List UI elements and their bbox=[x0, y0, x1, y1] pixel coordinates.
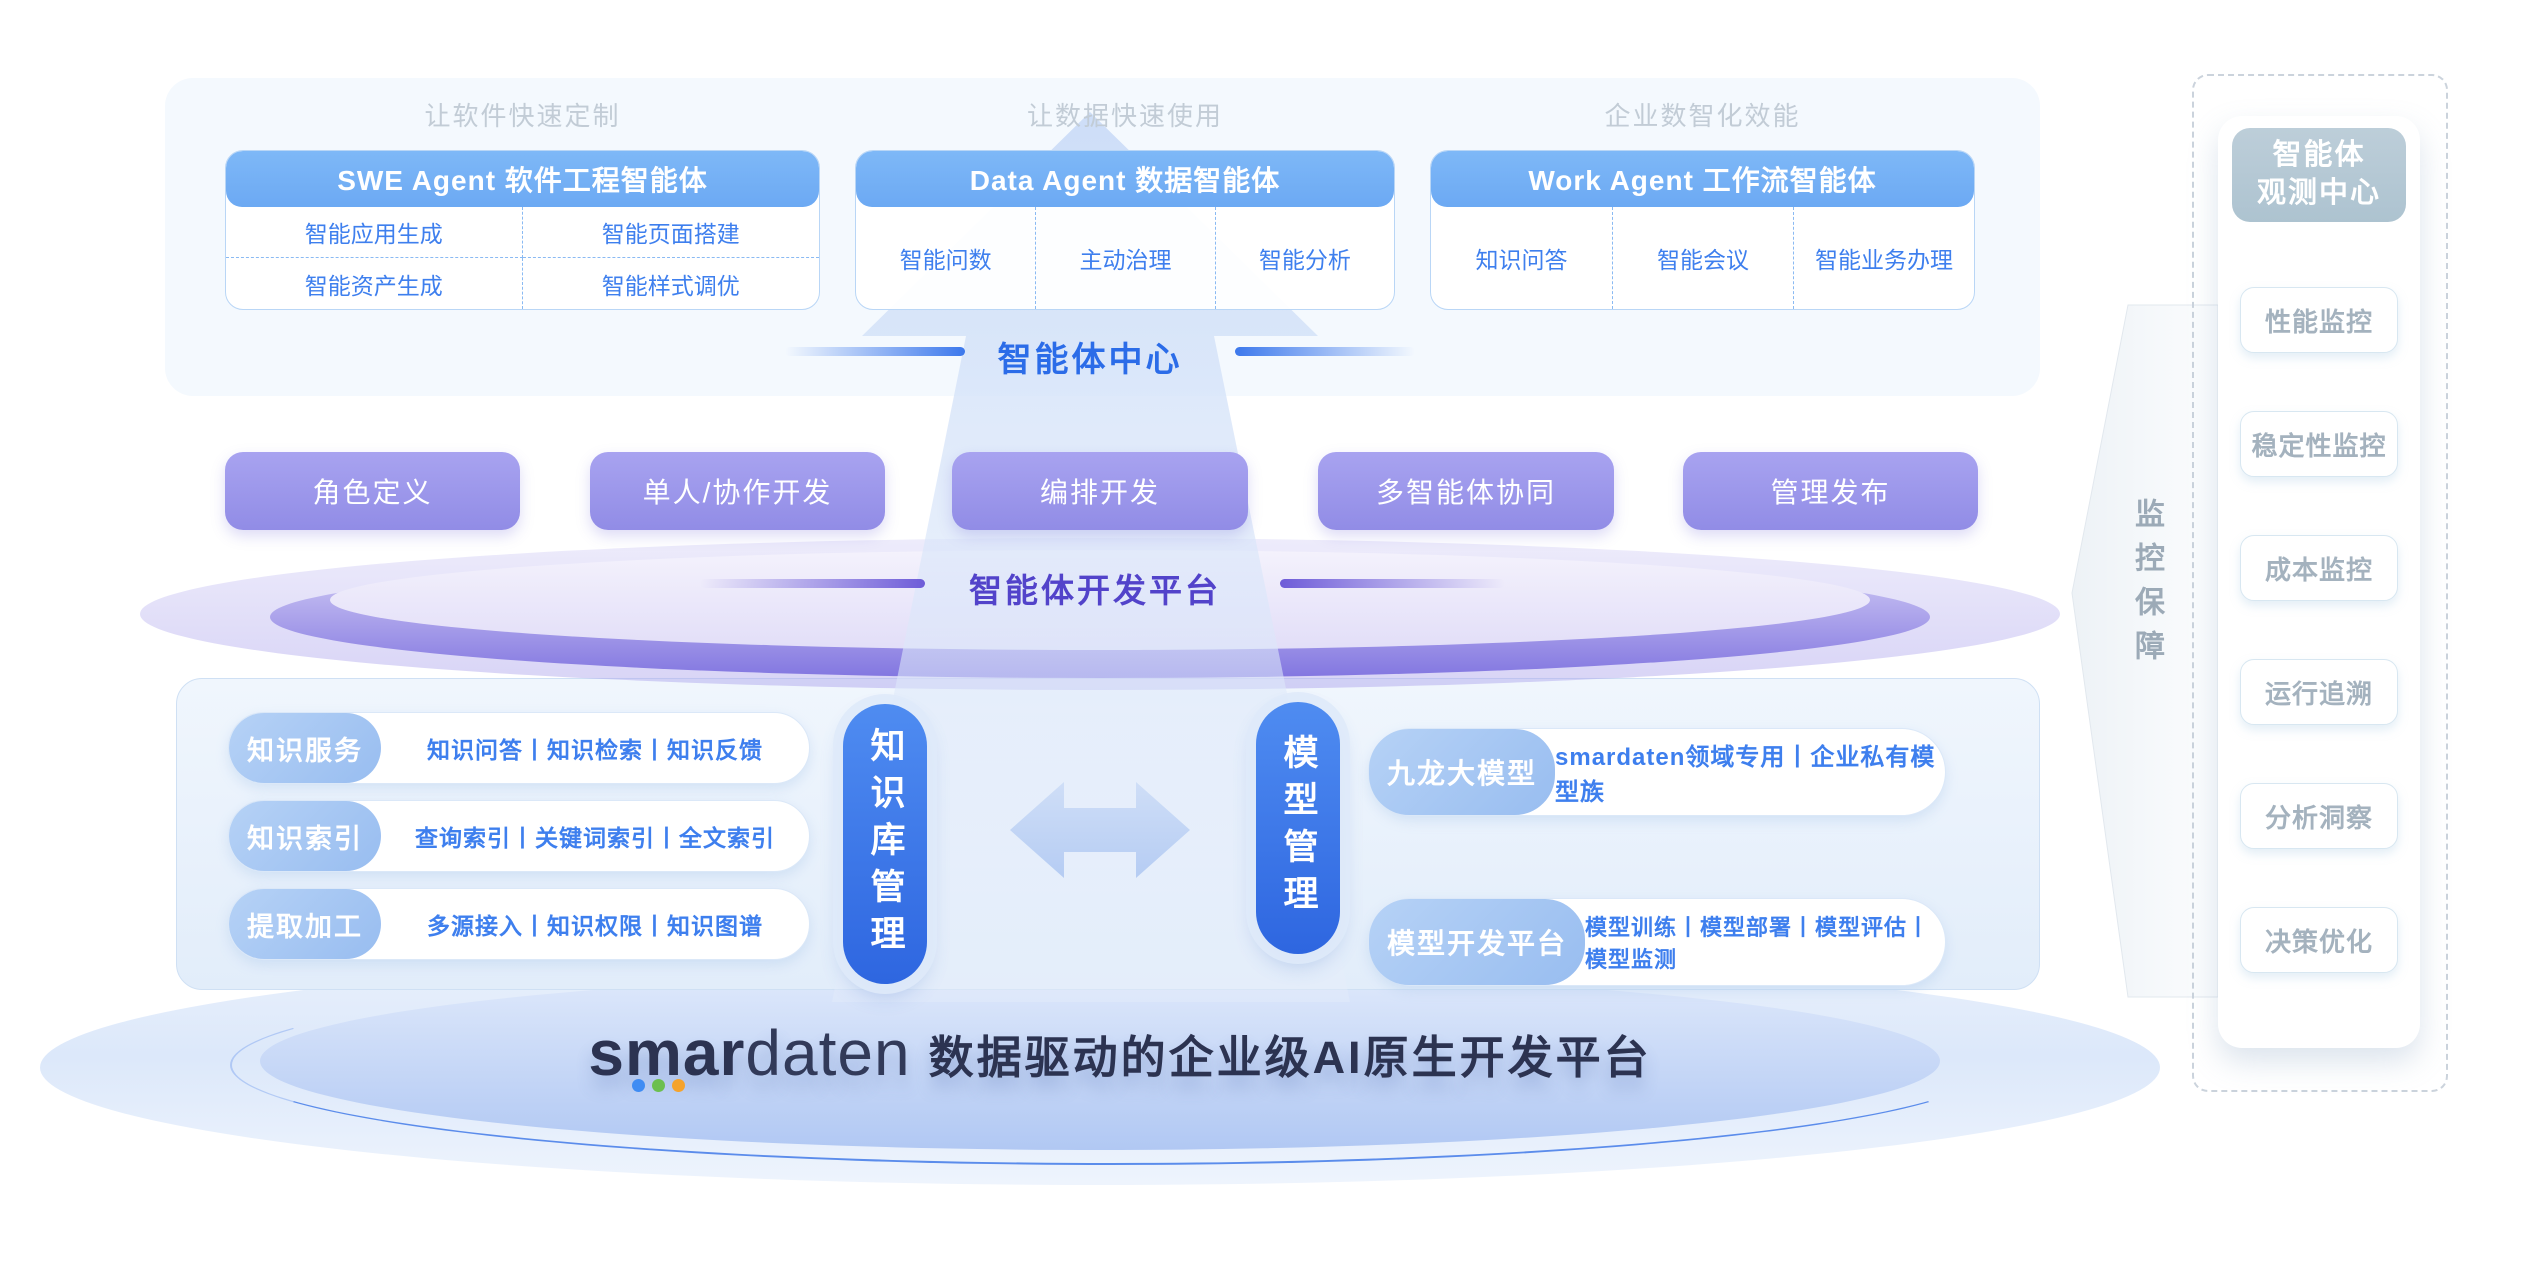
logo-dot-green bbox=[652, 1079, 666, 1092]
node-role-definition: 角色定义 bbox=[225, 452, 520, 530]
knowledge-extract-row: 提取加工 多源接入丨知识权限丨知识图谱 bbox=[228, 888, 810, 960]
row-items: 查询索引丨关键词索引丨全文索引 bbox=[415, 825, 775, 851]
center-label-line-right bbox=[1235, 347, 1415, 356]
model-management-pill: 模型管理 bbox=[1256, 702, 1340, 954]
monitor-item-stability: 稳定性监控 bbox=[2240, 411, 2398, 477]
jiulong-model-row: 九龙大模型 smardaten领域专用丨企业私有模型族 bbox=[1368, 728, 1946, 816]
model-management-label: 模型管理 bbox=[1278, 734, 1318, 922]
row-badge: 九龙大模型 bbox=[1369, 729, 1555, 815]
data-agent-box: Data Agent 数据智能体 智能问数 主动治理 智能分析 bbox=[855, 150, 1395, 310]
row-badge: 知识索引 bbox=[229, 801, 381, 871]
footer-logo-row: smardaten 数据驱动的企业级AI原生开发平台 bbox=[540, 1010, 1700, 1096]
model-dev-platform-row: 模型开发平台 模型训练丨模型部署丨模型评估丨模型监测 bbox=[1368, 898, 1946, 986]
row-items: smardaten领域专用丨企业私有模型族 bbox=[1555, 744, 1936, 806]
capability-item: 智能分析 bbox=[1214, 207, 1394, 309]
monitoring-dashed-frame bbox=[2192, 74, 2448, 1092]
bottom-stage-arc bbox=[230, 965, 1992, 1165]
agent-center-label: 智能体中心 bbox=[997, 341, 1183, 379]
row-badge: 提取加工 bbox=[229, 889, 381, 959]
capability-item: 智能业务办理 bbox=[1793, 207, 1974, 309]
monitor-item-decision: 决策优化 bbox=[2240, 907, 2398, 973]
capability-item: 知识问答 bbox=[1475, 247, 1568, 273]
capability-item: 主动治理 bbox=[1035, 207, 1214, 309]
knowledge-base-label: 知识库管理 bbox=[865, 726, 905, 962]
node-orchestration-dev: 编排开发 bbox=[952, 452, 1248, 530]
monitor-item-performance: 性能监控 bbox=[2240, 287, 2398, 353]
data-agent-header: Data Agent 数据智能体 bbox=[856, 151, 1394, 207]
swe-agent-header: SWE Agent 软件工程智能体 bbox=[226, 151, 819, 207]
knowledge-index-row: 知识索引 查询索引丨关键词索引丨全文索引 bbox=[228, 800, 810, 872]
work-agent-header: Work Agent 工作流智能体 bbox=[1431, 151, 1974, 207]
dev-platform-label: 智能体开发平台 bbox=[969, 572, 1221, 609]
knowledge-base-pill: 知识库管理 bbox=[843, 704, 927, 984]
caption-software: 让软件快速定制 bbox=[424, 101, 621, 131]
capability-item: 智能应用生成 bbox=[226, 207, 523, 258]
row-items: 模型训练丨模型部署丨模型评估丨模型监测 bbox=[1585, 915, 1931, 972]
capability-item: 智能资产生成 bbox=[226, 258, 523, 309]
platform-label-line-right bbox=[1280, 579, 1505, 588]
row-items: 多源接入丨知识权限丨知识图谱 bbox=[427, 913, 763, 939]
observation-center-title-line1: 智能体 bbox=[2272, 139, 2366, 172]
logo-text-bold: smar bbox=[588, 1017, 746, 1089]
caption-enterprise: 企业数智化效能 bbox=[1604, 101, 1801, 131]
swe-agent-box: SWE Agent 软件工程智能体 智能应用生成 智能页面搭建 智能资产生成 智… bbox=[225, 150, 820, 310]
data-agent-capabilities: 智能问数 主动治理 智能分析 bbox=[856, 207, 1394, 309]
observation-center-title-line2: 观测中心 bbox=[2256, 177, 2381, 209]
platform-label-line-left bbox=[700, 579, 925, 588]
swe-agent-capabilities: 智能应用生成 智能页面搭建 智能资产生成 智能样式调优 bbox=[226, 207, 819, 309]
observation-center-header: 智能体 观测中心 bbox=[2232, 128, 2406, 222]
logo-dot-orange bbox=[672, 1079, 686, 1092]
bidirectional-arrow-icon bbox=[1010, 782, 1190, 878]
monitoring-ribbon-label: 监控保障 bbox=[2130, 498, 2163, 674]
row-items: 知识问答丨知识检索丨知识反馈 bbox=[427, 737, 763, 763]
row-badge: 模型开发平台 bbox=[1369, 899, 1585, 985]
monitor-item-cost: 成本监控 bbox=[2240, 535, 2398, 601]
row-badge: 知识服务 bbox=[229, 713, 381, 783]
monitor-item-insight: 分析洞察 bbox=[2240, 783, 2398, 849]
logo-text-light: daten bbox=[745, 1017, 911, 1089]
work-agent-capabilities: 知识问答 智能会议 智能业务办理 bbox=[1431, 207, 1974, 309]
knowledge-service-row: 知识服务 知识问答丨知识检索丨知识反馈 bbox=[228, 712, 810, 784]
capability-item: 智能会议 bbox=[1612, 207, 1793, 309]
center-label-line-left bbox=[785, 347, 965, 356]
capability-item: 智能问数 bbox=[899, 247, 992, 273]
capability-item: 智能样式调优 bbox=[601, 272, 740, 299]
footer-tagline: 数据驱动的企业级AI原生开发平台 bbox=[928, 1031, 1652, 1083]
caption-data: 让数据快速使用 bbox=[1026, 101, 1223, 131]
smardaten-logo: smardaten bbox=[588, 1021, 910, 1092]
capability-item: 智能页面搭建 bbox=[522, 207, 819, 258]
node-manage-publish: 管理发布 bbox=[1683, 452, 1978, 530]
node-solo-collab-dev: 单人/协作开发 bbox=[590, 452, 885, 530]
monitor-item-trace: 运行追溯 bbox=[2240, 659, 2398, 725]
logo-dot-blue bbox=[632, 1079, 646, 1092]
work-agent-box: Work Agent 工作流智能体 知识问答 智能会议 智能业务办理 bbox=[1430, 150, 1975, 310]
node-multi-agent-coord: 多智能体协同 bbox=[1318, 452, 1614, 530]
